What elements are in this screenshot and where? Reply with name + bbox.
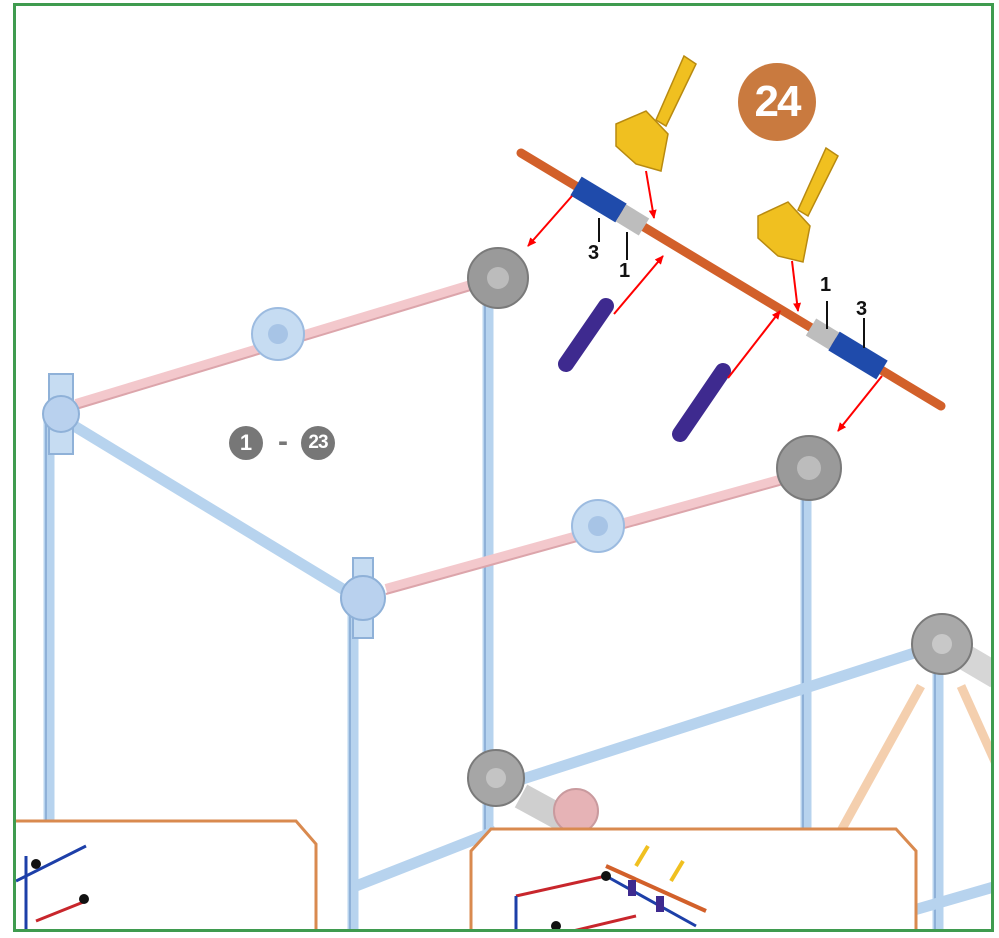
- inset-panel-right: [469, 827, 918, 929]
- grey-connector-right: [776, 435, 842, 501]
- yellow-clip-right: [757, 146, 839, 263]
- assembly-arrows: [527, 170, 883, 432]
- pink-connector-lower: [553, 788, 599, 834]
- grey-spacer-right: [805, 318, 840, 350]
- connector-mid-blue: [251, 307, 305, 361]
- assembly-diagram: [16, 54, 991, 929]
- count-grey-spacer-right: 1: [820, 274, 832, 296]
- yellow-clip-left: [615, 54, 697, 172]
- connector-corner-mid: [340, 557, 386, 639]
- new-parts: [516, 54, 946, 442]
- inset-panel-left: [16, 819, 318, 929]
- grey-connector-far-right: [911, 613, 973, 675]
- count-blue-spacer-right: 3: [856, 298, 868, 320]
- grey-spacer-left: [615, 204, 650, 236]
- reference-step-to-badge: 23: [301, 426, 335, 460]
- purple-connector-left: [558, 298, 614, 372]
- reference-step-separator: -: [278, 425, 288, 458]
- count-leaders: [598, 218, 865, 348]
- blue-spacer-left: [570, 176, 627, 223]
- count-blue-spacer-left: 3: [588, 242, 600, 264]
- step-number-badge: 24: [738, 63, 816, 141]
- connector-mid-blue-2: [571, 499, 625, 553]
- pink-rod-edges: [75, 288, 795, 595]
- grey-connector-top: [467, 247, 529, 309]
- reference-step-from-badge: 1: [229, 426, 263, 460]
- count-grey-spacer-left: 1: [619, 260, 631, 282]
- instruction-frame: 24 1 - 23 3 1 1 3: [13, 3, 994, 932]
- purple-connector-right: [672, 363, 731, 442]
- existing-model: [42, 247, 991, 929]
- blue-spacer-right: [828, 331, 888, 380]
- connector-top-left: [42, 373, 80, 455]
- grey-connector-lower: [467, 749, 525, 807]
